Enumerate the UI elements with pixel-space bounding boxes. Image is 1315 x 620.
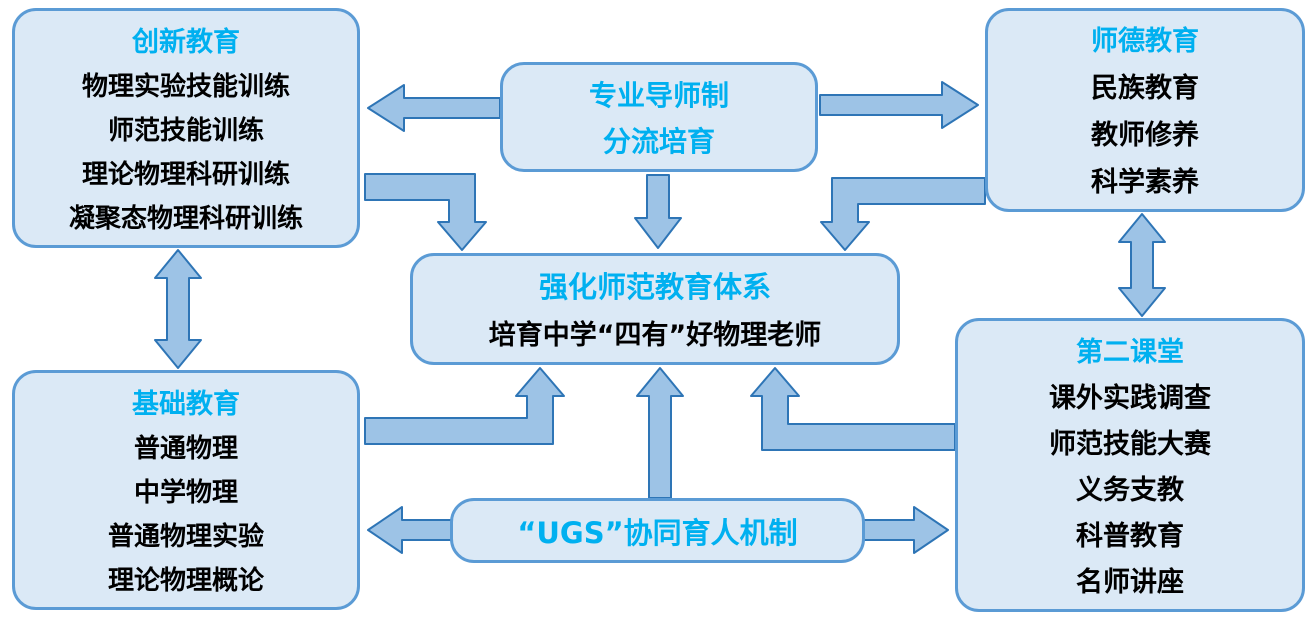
box-mentor-system: 专业导师制 分流培育	[500, 62, 818, 172]
second-item: 师范技能大赛	[1049, 429, 1211, 460]
ethics-title: 师德教育	[1091, 26, 1199, 57]
foundation-title: 基础教育	[132, 389, 240, 420]
innovation-item: 物理实验技能训练	[81, 72, 290, 102]
innovation-item: 师范技能训练	[107, 116, 264, 146]
second-item: 名师讲座	[1076, 567, 1184, 598]
second-item: 科普教育	[1076, 521, 1184, 552]
second-title: 第二课堂	[1076, 337, 1184, 368]
box-innovation-education: 创新教育 物理实验技能训练 师范技能训练 理论物理科研训练 凝聚态物理科研训练	[12, 8, 360, 248]
mentor-line1: 专业导师制	[588, 79, 729, 112]
innovation-item: 理论物理科研训练	[81, 160, 290, 190]
box-core-system: 强化师范教育体系 培育中学“四有”好物理老师	[410, 253, 900, 365]
mentor-line2: 分流培育	[602, 125, 715, 158]
foundation-item: 普通物理	[133, 434, 238, 464]
core-title: 强化师范教育体系	[538, 270, 771, 304]
box-ugs-mechanism: “UGS”协同育人机制	[450, 498, 865, 563]
innovation-item: 凝聚态物理科研训练	[68, 204, 303, 234]
second-item: 课外实践调查	[1049, 383, 1211, 414]
box-ethics-education: 师德教育 民族教育 教师修养 科学素养	[985, 8, 1305, 212]
box-second-classroom: 第二课堂 课外实践调查 师范技能大赛 义务支教 科普教育 名师讲座	[955, 318, 1305, 612]
arrow-mentor-to-ethics	[819, 81, 979, 129]
arrow-ugs-to-core	[636, 367, 684, 499]
second-item: 义务支教	[1076, 475, 1184, 506]
foundation-item: 普通物理实验	[107, 522, 264, 552]
core-subtitle: 培育中学“四有”好物理老师	[488, 320, 822, 351]
arrow-mentor-to-innovation	[367, 84, 501, 132]
arrow-ugs-to-second	[862, 506, 949, 554]
foundation-item: 中学物理	[133, 478, 238, 508]
box-foundation-education: 基础教育 普通物理 中学物理 普通物理实验 理论物理概论	[12, 370, 360, 610]
ethics-item: 教师修养	[1091, 120, 1199, 151]
innovation-title: 创新教育	[132, 27, 240, 58]
arrow-ugs-to-foundation	[367, 506, 453, 554]
arrow-ethics-second-bidirectional	[1118, 213, 1166, 317]
arrow-innovation-to-core	[364, 173, 487, 251]
foundation-item: 理论物理概论	[107, 566, 264, 596]
ethics-item: 民族教育	[1091, 73, 1199, 104]
arrow-mentor-to-core	[634, 174, 682, 249]
arrow-ethics-to-core	[820, 177, 986, 251]
ugs-title: “UGS”协同育人机制	[517, 515, 798, 550]
ethics-item: 科学素养	[1091, 167, 1199, 198]
arrow-foundation-to-core	[364, 367, 565, 445]
arrow-innovation-foundation-bidirectional	[154, 249, 202, 369]
arrow-second-to-core	[750, 367, 956, 451]
